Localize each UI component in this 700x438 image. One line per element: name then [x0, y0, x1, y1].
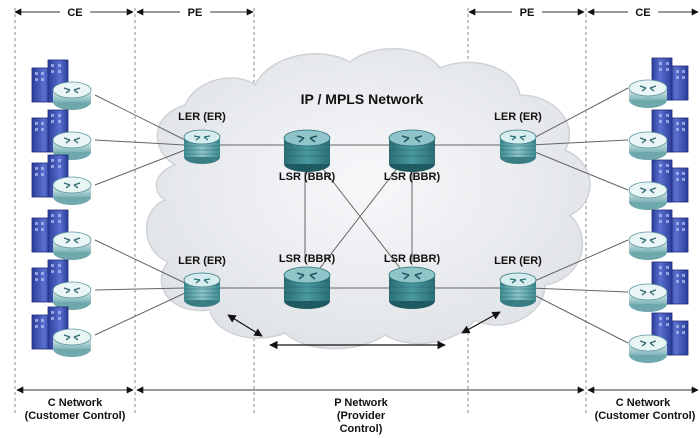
- building-with-router-icon: [628, 159, 689, 211]
- zone-label-ce-left: CE: [67, 7, 82, 19]
- router-labels: LER (ER) LER (ER) LER (ER) LER (ER) LSR …: [178, 111, 542, 267]
- building-with-router-icon: [628, 312, 689, 364]
- label-lsr-top-left: LSR (BBR): [279, 171, 336, 183]
- p-network-line1: P Network: [334, 397, 388, 409]
- core-router-icon: [388, 266, 436, 310]
- p-network-line2: (Provider: [337, 410, 386, 422]
- path-arrows: [227, 311, 501, 350]
- building-with-router-icon: [628, 209, 689, 261]
- label-lsr-bottom-right: LSR (BBR): [384, 253, 441, 265]
- label-ler-bottom-right: LER (ER): [494, 255, 542, 267]
- label-ler-top-right: LER (ER): [494, 111, 542, 123]
- c-network-left-line2: (Customer Control): [25, 410, 126, 422]
- building-with-router-icon: [628, 109, 689, 161]
- label-lsr-top-right: LSR (BBR): [384, 171, 441, 183]
- customer-sites-right: [628, 57, 689, 364]
- building-with-router-icon: [31, 259, 92, 311]
- building-with-router-icon: [31, 306, 92, 358]
- customer-sites-left: [31, 59, 92, 358]
- building-with-router-icon: [31, 109, 92, 161]
- edge-router-icon: [183, 129, 221, 165]
- c-network-right-line1: C Network: [616, 397, 671, 409]
- edge-router-icon: [183, 272, 221, 308]
- mpls-cloud: IP / MPLS Network: [145, 47, 591, 350]
- label-ler-bottom-left: LER (ER): [178, 255, 226, 267]
- core-router-icon: [283, 129, 331, 173]
- building-with-router-icon: [31, 154, 92, 206]
- building-with-router-icon: [628, 57, 689, 109]
- core-links: [220, 144, 500, 289]
- label-ler-top-left: LER (ER): [178, 111, 226, 123]
- p-network-line3: Control): [340, 423, 383, 435]
- building-with-router-icon: [31, 59, 92, 111]
- building-with-router-icon: [628, 261, 689, 313]
- access-links-left: [94, 94, 186, 336]
- edge-router-icon: [499, 272, 537, 308]
- zone-header: CE PE PE CE: [14, 5, 699, 19]
- c-network-right-line2: (Customer Control): [595, 410, 696, 422]
- access-links-right: [529, 87, 629, 344]
- edge-router-icon: [499, 129, 537, 165]
- building-with-router-icon: [31, 209, 92, 261]
- zone-label-pe-left: PE: [188, 7, 203, 19]
- network-title: IP / MPLS Network: [301, 91, 424, 107]
- scope-labels: C Network (Customer Control) P Network (…: [25, 397, 696, 435]
- label-lsr-bottom-left: LSR (BBR): [279, 253, 336, 265]
- core-router-icon: [388, 129, 436, 173]
- c-network-left-line1: C Network: [48, 397, 103, 409]
- zone-label-pe-right: PE: [520, 7, 535, 19]
- zone-label-ce-right: CE: [635, 7, 650, 19]
- core-router-icon: [283, 266, 331, 310]
